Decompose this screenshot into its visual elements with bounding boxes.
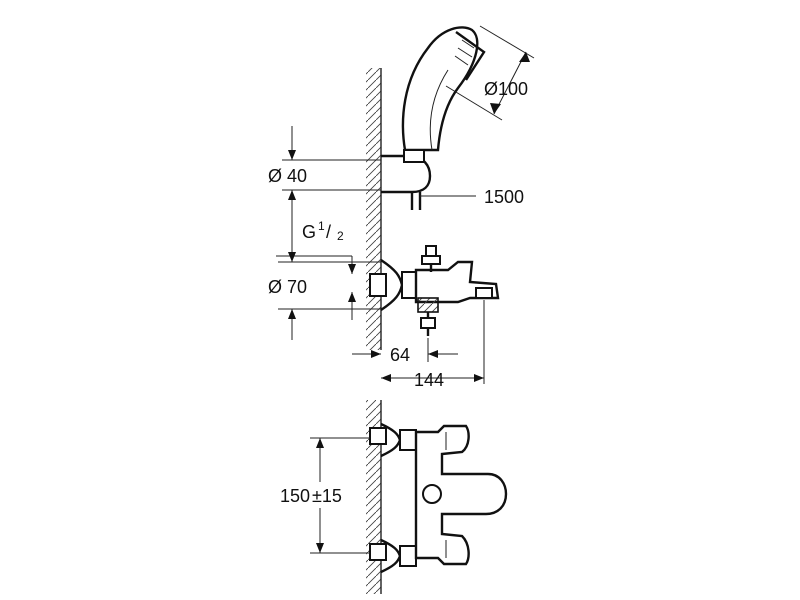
handshower-diameter-dimension: Ø100 <box>445 25 535 121</box>
thread-slash: / <box>326 222 331 242</box>
thread-numerator-label: 1 <box>318 219 325 233</box>
thread-prefix-label: G <box>302 222 316 242</box>
holder-diameter-dimension: Ø 40 <box>268 126 381 222</box>
projection-short-label: 64 <box>390 345 410 365</box>
centers-tolerance-label: ±15 <box>312 486 342 506</box>
wall-upper <box>366 68 382 350</box>
thread-dimension: G 1 / 2 <box>276 219 356 274</box>
escutcheon-diameter-dimension: Ø 70 <box>268 222 381 340</box>
hand-shower <box>381 26 486 210</box>
bath-mixer-side <box>369 245 500 336</box>
handshower-diameter-label: Ø100 <box>484 79 528 99</box>
escutcheon-diameter-label: Ø 70 <box>268 277 307 297</box>
thread-denominator-label: 2 <box>337 229 344 243</box>
projection-long-label: 144 <box>414 370 444 390</box>
projection-short-dimension: 64 <box>352 338 458 365</box>
centers-dimension: 150 ±15 <box>280 437 370 554</box>
holder-diameter-label: Ø 40 <box>268 166 307 186</box>
projection-long-dimension: 144 <box>381 300 485 390</box>
hose-length-label: 1500 <box>484 187 524 207</box>
bath-mixer-front <box>369 422 508 574</box>
hose-length-dimension: 1500 <box>420 187 524 207</box>
centers-label: 150 <box>280 486 310 506</box>
